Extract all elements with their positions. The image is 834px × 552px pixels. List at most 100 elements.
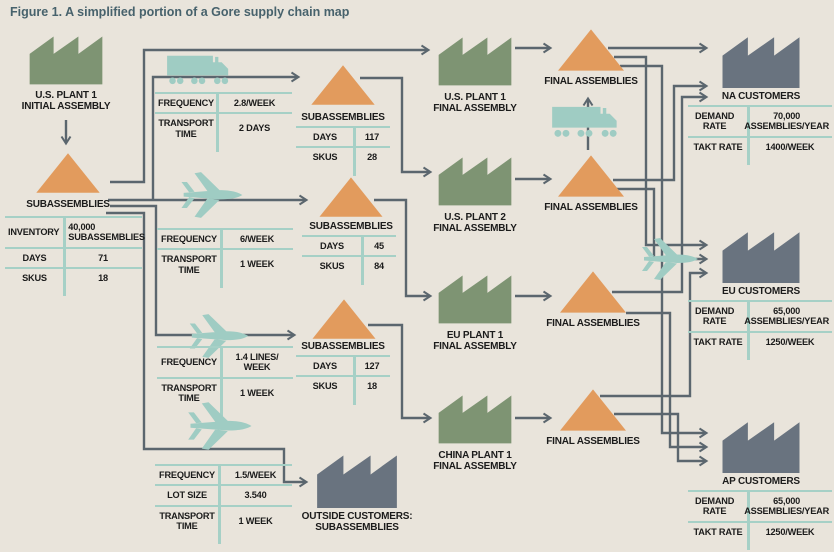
final-assemblies-triangle-icon xyxy=(556,154,626,198)
table-row: DEMAND RATE 65,000 ASSEMBLIES/YEAR xyxy=(688,300,832,331)
table-row: DAYS 71 xyxy=(5,246,142,267)
plant-name: EU PLANT 1 xyxy=(446,330,504,341)
plant-subassemblies-label: SUBASSEMBLIES xyxy=(301,341,385,352)
row-label: FREQUENCY xyxy=(161,234,217,244)
table-row: TRANSPORT TIME 1 WEEK xyxy=(157,376,293,408)
final-assemblies-label: FINAL ASSEMBLIES xyxy=(546,436,640,447)
final-assemblies-triangle-icon xyxy=(558,270,628,314)
truck-icon xyxy=(166,52,238,90)
row-label: SKUS xyxy=(319,261,345,272)
row-value: 45 xyxy=(374,241,384,251)
row-value: 2.8/WEEK xyxy=(233,98,276,108)
row-value: 70,000 ASSEMBLIES/YEAR xyxy=(744,111,830,132)
row-value: 1 WEEK xyxy=(238,515,273,526)
row-label: TRANSPORT TIME xyxy=(161,382,217,403)
outside-customers-label: OUTSIDE CUSTOMERS: SUBASSEMBLIES xyxy=(296,511,418,533)
row-label: SKUS xyxy=(312,152,338,163)
row-label: DEMAND RATE xyxy=(695,496,735,517)
china-plant1-final-factory-icon xyxy=(437,388,513,446)
table-row: TRANSPORT TIME 1 WEEK xyxy=(157,248,293,279)
table-divider xyxy=(63,216,66,297)
plant-role: FINAL ASSEMBLY xyxy=(433,341,517,353)
table-row: FREQUENCY 1.4 LINES/ WEEK xyxy=(157,346,293,377)
us-plant1-final-factory-icon xyxy=(437,30,513,88)
final-assemblies-triangle-icon xyxy=(558,388,628,432)
final-assemblies-label: FINAL ASSEMBLIES xyxy=(544,76,638,87)
plant-subassemblies-table-1: DAYS 117 SKUS 28 xyxy=(296,126,390,176)
table-divider xyxy=(747,490,750,550)
row-value: 1.4 LINES/ WEEK xyxy=(235,352,279,373)
table-divider xyxy=(220,346,223,417)
ap-customers-label: AP CUSTOMERS xyxy=(722,476,800,487)
row-value: 65,000 ASSEMBLIES/YEAR xyxy=(744,496,830,517)
main-inventory-table: INVENTORY 40,000 SUBASSEMBLIES DAYS 71 S… xyxy=(5,216,145,297)
row-label: DAYS xyxy=(320,241,344,251)
row-label: DAYS xyxy=(313,361,337,371)
initial-assembly-label: U.S. PLANT 1 INITIAL ASSEMBLY xyxy=(6,90,126,112)
table-divider xyxy=(353,355,356,405)
row-label: TAKT RATE xyxy=(693,336,743,347)
us-plant2-final-factory-icon xyxy=(437,150,513,208)
initial-assembly-factory-icon xyxy=(28,30,104,86)
row-value: 28 xyxy=(367,152,377,163)
china-plant1-final-label: CHINA PLANT 1 FINAL ASSEMBLY xyxy=(423,450,527,472)
air-transport-table-1: FREQUENCY 6/WEEK TRANSPORT TIME 1 WEEK xyxy=(157,228,293,288)
row-value: 40,000 SUBASSEMBLIES xyxy=(68,222,145,243)
row-label: DEMAND RATE xyxy=(695,306,735,327)
table-row: SKUS 84 xyxy=(302,255,396,275)
table-row: INVENTORY 40,000 SUBASSEMBLIES xyxy=(5,216,145,247)
air-transport-table-2: FREQUENCY 1.4 LINES/ WEEK TRANSPORT TIME… xyxy=(157,346,293,417)
plane-icon xyxy=(180,170,246,220)
eu-plant1-final-label: EU PLANT 1 FINAL ASSEMBLY xyxy=(423,330,527,352)
table-divider xyxy=(216,92,219,152)
row-label: DEMAND RATE xyxy=(695,111,735,132)
plant-name: CHINA PLANT 1 xyxy=(438,450,512,461)
plant-name: U.S. PLANT 1 xyxy=(35,90,97,101)
plant-subassemblies-label: SUBASSEMBLIES xyxy=(309,221,393,232)
row-value: 1 WEEK xyxy=(239,259,275,270)
row-value: 1400/WEEK xyxy=(765,141,815,152)
row-value: 1250/WEEK xyxy=(765,526,815,537)
row-value: 127 xyxy=(364,361,380,371)
plant-subassemblies-triangle-icon xyxy=(310,62,376,108)
customer-name: OUTSIDE CUSTOMERS: xyxy=(301,511,413,522)
row-value: 1.5/WEEK xyxy=(234,470,277,480)
table-row: SKUS 28 xyxy=(296,146,390,166)
table-row: DEMAND RATE 65,000 ASSEMBLIES/YEAR xyxy=(688,490,832,521)
row-value: 1250/WEEK xyxy=(765,336,815,347)
row-value: 117 xyxy=(364,132,380,142)
table-row: FREQUENCY 6/WEEK xyxy=(157,228,293,248)
row-label: FREQUENCY xyxy=(161,357,217,368)
table-divider xyxy=(220,228,223,288)
plant-name: U.S. PLANT 1 xyxy=(444,92,506,103)
table-divider xyxy=(353,126,356,176)
table-divider xyxy=(747,300,750,360)
row-value: 71 xyxy=(98,252,108,263)
outside-customers-factory-icon xyxy=(315,450,399,508)
plant-subassemblies-table-3: DAYS 127 SKUS 18 xyxy=(296,355,390,405)
row-label: DAYS xyxy=(313,132,337,142)
ap-customers-factory-icon xyxy=(718,417,804,473)
table-row: DAYS 117 xyxy=(296,126,390,146)
row-label: TAKT RATE xyxy=(693,526,743,537)
eu-customers-table: DEMAND RATE 65,000 ASSEMBLIES/YEAR TAKT … xyxy=(688,300,832,360)
table-row: TRANSPORT TIME 1 WEEK xyxy=(155,504,292,536)
row-value: 6/WEEK xyxy=(239,234,275,244)
table-row: TAKT RATE 1250/WEEK xyxy=(688,520,832,541)
table-row: DAYS 45 xyxy=(302,235,396,255)
main-subassemblies-triangle-icon xyxy=(35,150,101,196)
customer-role: SUBASSEMBLIES xyxy=(315,522,399,534)
row-value: 84 xyxy=(374,261,384,272)
us-plant2-final-label: U.S. PLANT 2 FINAL ASSEMBLY xyxy=(423,212,527,234)
table-row: FREQUENCY 1.5/WEEK xyxy=(155,464,292,484)
table-row: TAKT RATE 1400/WEEK xyxy=(688,135,832,156)
row-label: SKUS xyxy=(22,272,47,283)
row-label: FREQUENCY xyxy=(158,98,214,108)
us-plant1-final-label: U.S. PLANT 1 FINAL ASSEMBLY xyxy=(423,92,527,114)
table-row: SKUS 18 xyxy=(5,266,142,287)
table-divider xyxy=(361,235,364,285)
figure-title: Figure 1. A simplified portion of a Gore… xyxy=(10,5,350,19)
row-label: INVENTORY xyxy=(8,227,60,238)
